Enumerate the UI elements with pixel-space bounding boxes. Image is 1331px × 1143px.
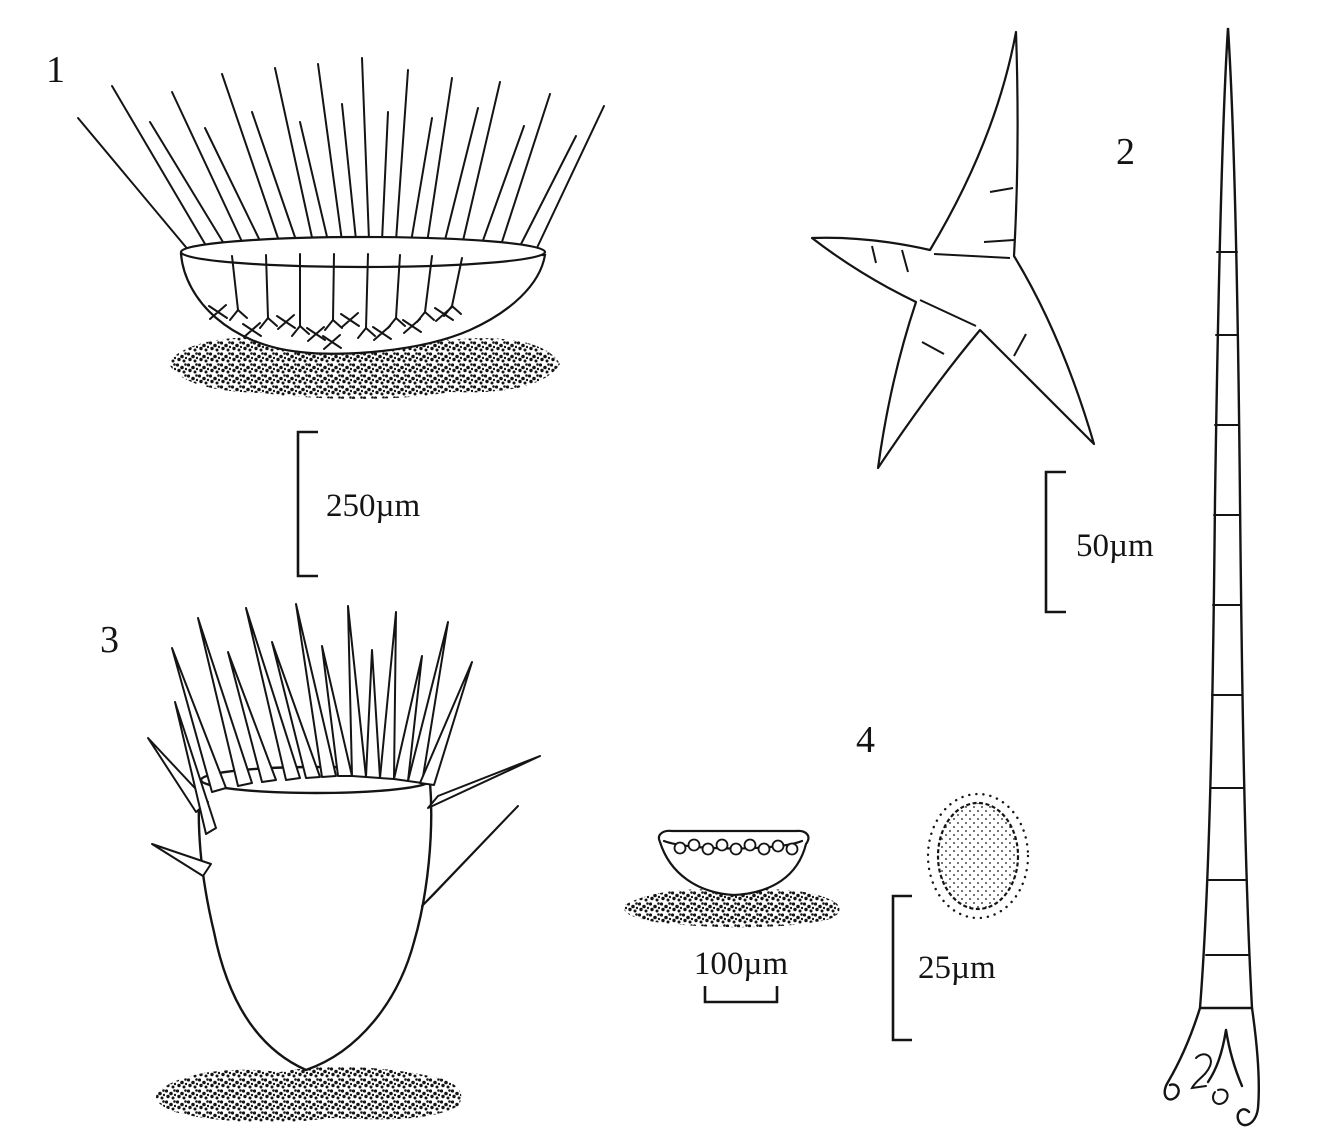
long-septate-seta [1163, 27, 1260, 1127]
figure-1-cup-rim [179, 235, 547, 269]
figure-3-label: 3 [100, 619, 119, 661]
spore-body [936, 801, 1020, 911]
figure-3-spiny-cup [147, 603, 541, 1123]
figure-1-substrate [168, 333, 560, 399]
seta-root-right [1236, 1006, 1260, 1127]
scalebar-25um-bracket [891, 894, 912, 1042]
figure-3-cup-body [197, 780, 433, 1072]
figure-2-label: 2 [1116, 131, 1135, 173]
seta-septa [1205, 251, 1249, 956]
figure-2-septa [871, 187, 1027, 357]
figure-4-label: 4 [856, 719, 875, 761]
figure-4-cup-section [624, 829, 840, 928]
seta-root-inner [1206, 1028, 1244, 1088]
figure-1-setose-cup [77, 57, 605, 399]
figure-2-star-outline [810, 30, 1096, 470]
figure-3-substrate [155, 1066, 462, 1123]
seta-outline [1198, 27, 1254, 1010]
scalebar-100um [703, 986, 779, 1004]
figure-1-anchor-hairs [208, 304, 454, 350]
scalebar-50um [1044, 470, 1066, 614]
scalebar-100um-bracket [703, 986, 779, 1004]
seta-root-left [1163, 1006, 1202, 1101]
figure-4-hymenium-cells [673, 838, 799, 856]
figure-1-cup-body [179, 252, 547, 355]
figure-2-stellate-hair [810, 30, 1096, 470]
scalebar-50um-label: 50µm [1076, 528, 1154, 564]
figure-1-label: 1 [46, 49, 65, 91]
figure-4-substrate [624, 889, 840, 928]
scalebar-25um-label: 25µm [918, 950, 996, 986]
spore-halo [926, 792, 1030, 920]
figure-4-cup-outline [657, 829, 810, 897]
seta-root-curls [1190, 1053, 1229, 1105]
figure-1-outer-hairs [77, 57, 605, 253]
scalebar-250um-bracket [296, 430, 318, 578]
scalebar-25um [891, 894, 912, 1042]
scalebar-100um-label: 100µm [694, 946, 789, 982]
figure-3-spines [147, 603, 541, 907]
figure-4-spore [926, 792, 1030, 920]
scalebar-250um-label: 250µm [326, 488, 421, 524]
scalebar-250um [296, 430, 318, 578]
scalebar-50um-bracket [1044, 470, 1066, 614]
figure-1-inner-hairs [231, 253, 463, 329]
